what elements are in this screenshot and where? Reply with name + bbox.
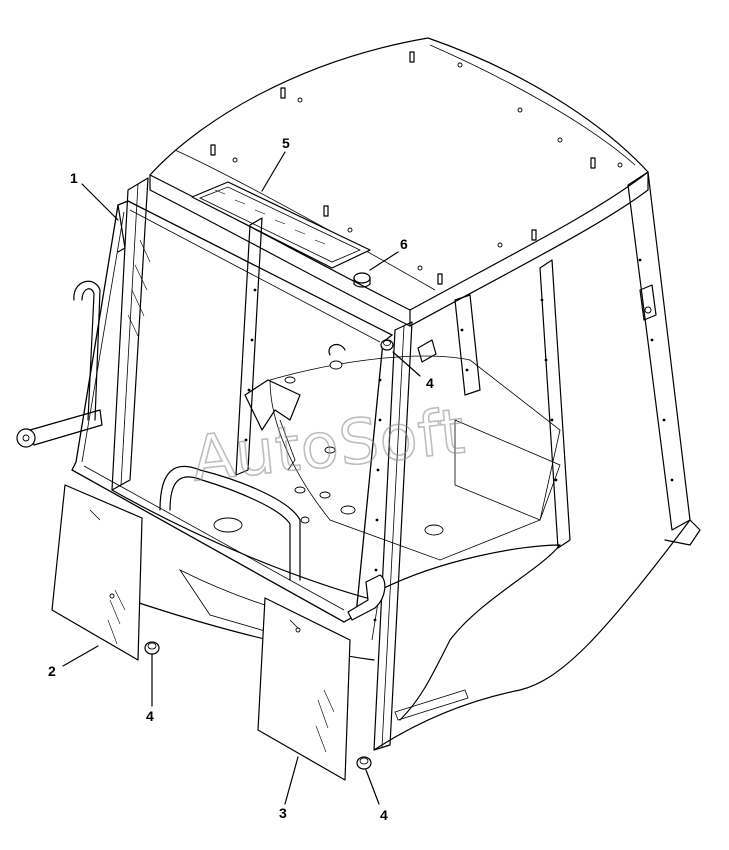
rubber-plug-b <box>356 756 372 770</box>
callout-6: 6 <box>400 236 408 252</box>
callout-3: 3 <box>279 805 287 821</box>
callout-1: 1 <box>70 170 78 186</box>
callout-4-bottom: 4 <box>380 807 388 823</box>
frame-rivets <box>244 258 674 622</box>
roof-studs <box>210 51 623 285</box>
watermark: AutoSoft <box>188 394 468 495</box>
lower-left-glass-panel <box>51 484 143 661</box>
visor-clip <box>353 272 371 288</box>
rubber-plug-c <box>380 339 394 351</box>
windshield-seal-clip <box>347 574 386 621</box>
callout-4-left: 4 <box>146 708 154 724</box>
callout-2: 2 <box>48 663 56 679</box>
cab-frame <box>16 171 701 751</box>
sun-visor-panel <box>191 181 371 269</box>
cab-roof <box>149 37 649 327</box>
lower-right-glass-panel <box>257 597 351 781</box>
callout-4-upper: 4 <box>426 375 434 391</box>
leader-lines <box>62 151 421 805</box>
rubber-plug-a <box>144 641 160 655</box>
callout-5: 5 <box>282 135 290 151</box>
